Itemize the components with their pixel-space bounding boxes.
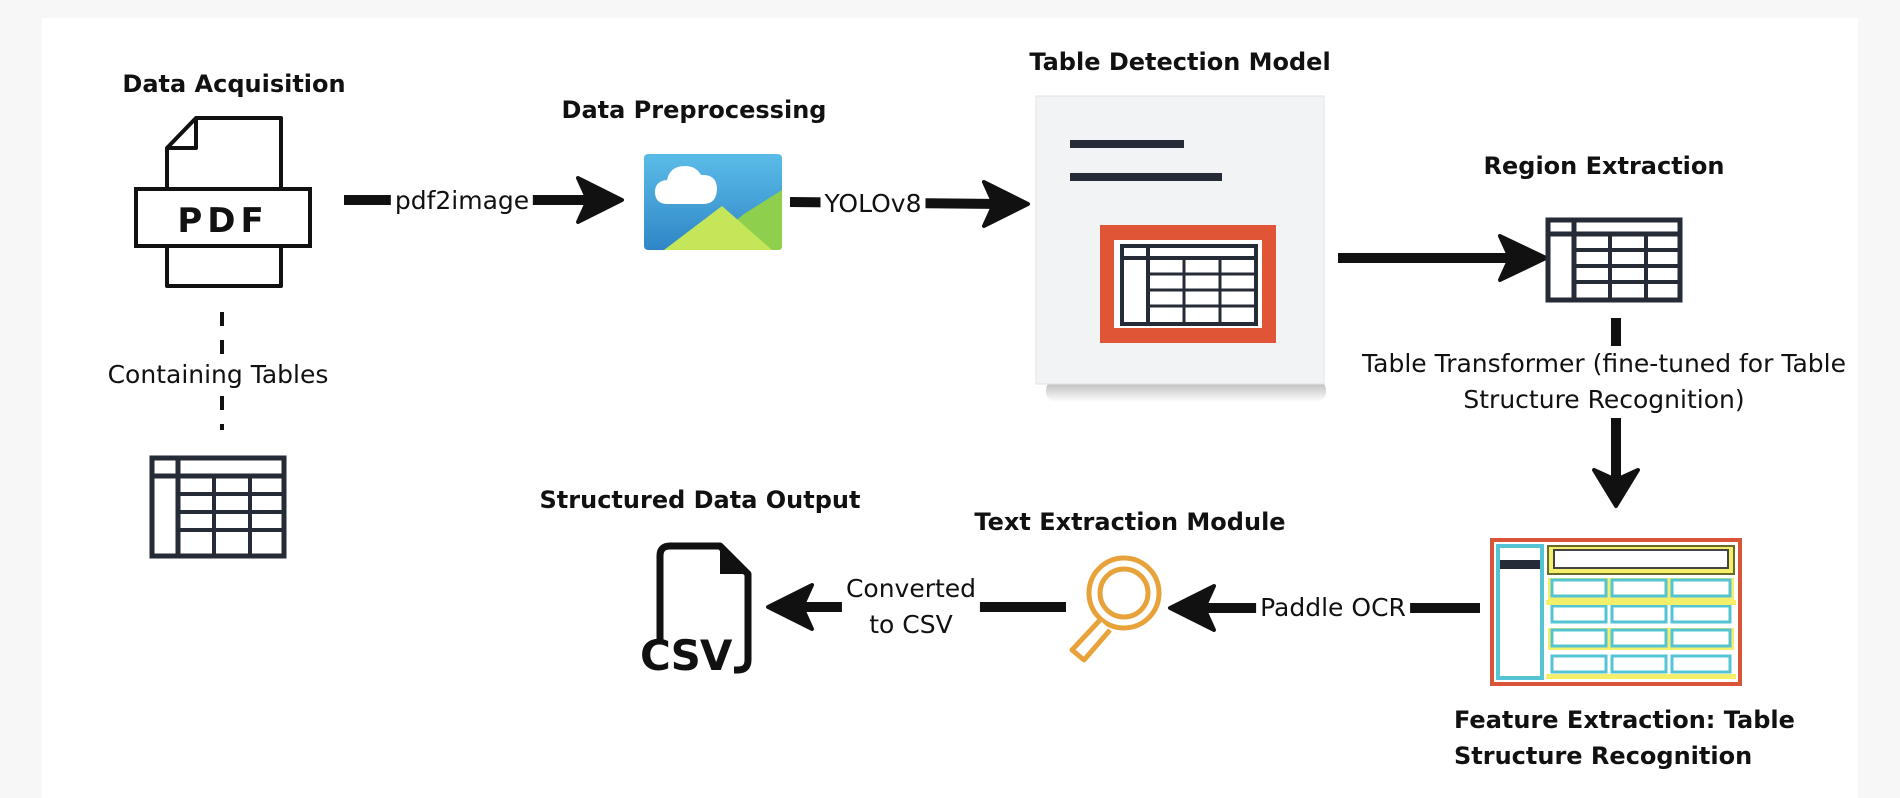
region-extraction-title: Region Extraction (1483, 152, 1725, 180)
structured-output-title: Structured Data Output (539, 486, 861, 514)
region-table-icon (1545, 217, 1683, 303)
csv-icon-label: CSV (640, 631, 733, 680)
table-detection-title: Table Detection Model (1029, 48, 1331, 76)
converted-label-line2: to CSV (869, 610, 953, 639)
table-icon (149, 455, 287, 559)
feature-extraction-title-line2: Structure Recognition (1454, 742, 1753, 770)
paddle-ocr-label: Paddle OCR (1256, 590, 1410, 626)
region-extraction-arrow (1338, 234, 1548, 282)
pdf-icon-label: PDF (177, 201, 268, 241)
converted-label-line1: Converted (845, 574, 977, 603)
magnifier-icon (1069, 555, 1162, 663)
text-extraction-title: Text Extraction Module (974, 508, 1286, 536)
table-transformer-label-line2: Structure Recognition) (1463, 385, 1745, 414)
data-preprocessing-title: Data Preprocessing (561, 96, 827, 124)
converted-to-csv-label: Converted to CSV (841, 571, 981, 643)
containing-tables-label: Containing Tables (103, 357, 333, 393)
structure-recognition-icon (1490, 538, 1742, 686)
csv-file-icon: CSV (640, 542, 752, 680)
table-transformer-label-line1: Table Transformer (fine-tuned for Table (1362, 349, 1846, 378)
pdf-document-icon: PDF (134, 116, 312, 288)
feature-extraction-title-line1: Feature Extraction: Table (1454, 706, 1795, 734)
image-icon (644, 154, 782, 250)
detected-page-icon (1035, 95, 1326, 402)
yolov8-label: YOLOv8 (820, 186, 926, 222)
table-transformer-label: Table Transformer (fine-tuned for Table … (1358, 346, 1850, 418)
data-acquisition-title: Data Acquisition (122, 70, 346, 98)
pdf2image-label: pdf2image (390, 183, 534, 219)
